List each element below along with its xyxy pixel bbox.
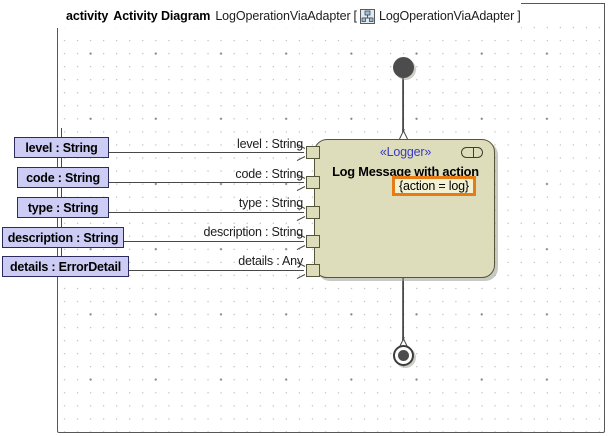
pin-label-type: type : String: [238, 196, 303, 210]
diagram-title: activity Activity Diagram LogOperationVi…: [57, 3, 521, 28]
control-flow-action-to-final[interactable]: [402, 278, 404, 340]
activity-diagram-icon: [360, 9, 375, 24]
input-pin-type[interactable]: [306, 206, 320, 219]
activity-final-node[interactable]: [393, 345, 414, 366]
activity-parameter-details[interactable]: details : ErrorDetail: [2, 256, 129, 277]
diagram-context-name: LogOperationViaAdapter: [379, 8, 515, 23]
activity-parameter-description[interactable]: description : String: [2, 227, 124, 248]
action-tagged-value[interactable]: {action = log}: [392, 176, 476, 196]
diagram-frame-top-edge: [516, 3, 605, 4]
input-pin-description[interactable]: [306, 235, 320, 248]
pin-label-code: code : String: [235, 167, 303, 181]
input-pin-level[interactable]: [306, 146, 320, 159]
pin-label-details: details : Any: [238, 254, 303, 268]
initial-node[interactable]: [393, 57, 414, 78]
object-flow-level[interactable]: [109, 152, 304, 153]
pin-label-level: level : String: [237, 137, 303, 151]
rake-icon: [461, 147, 483, 158]
object-flow-code[interactable]: [109, 182, 304, 183]
arrowhead-initial-to-action: [398, 128, 409, 138]
bracket-close: ]: [517, 8, 521, 23]
input-pin-code[interactable]: [306, 176, 320, 189]
activity-parameter-type[interactable]: type : String: [17, 197, 109, 218]
object-flow-details[interactable]: [129, 270, 304, 271]
diagram-kind: Activity Diagram: [113, 8, 211, 23]
input-pin-details[interactable]: [306, 264, 320, 277]
bracket-open: [: [353, 8, 357, 23]
object-flow-description[interactable]: [124, 241, 304, 242]
activity-parameter-level[interactable]: level : String: [14, 137, 109, 158]
control-flow-initial-to-action[interactable]: [402, 78, 404, 132]
activity-parameter-code[interactable]: code : String: [17, 167, 109, 188]
pin-label-description: description : String: [203, 225, 303, 239]
action-node[interactable]: «Logger» Log Message with action {action…: [314, 139, 495, 278]
diagram-keyword: activity: [66, 8, 109, 23]
diagram-name: LogOperationViaAdapter: [215, 8, 351, 23]
object-flow-type[interactable]: [109, 212, 304, 213]
